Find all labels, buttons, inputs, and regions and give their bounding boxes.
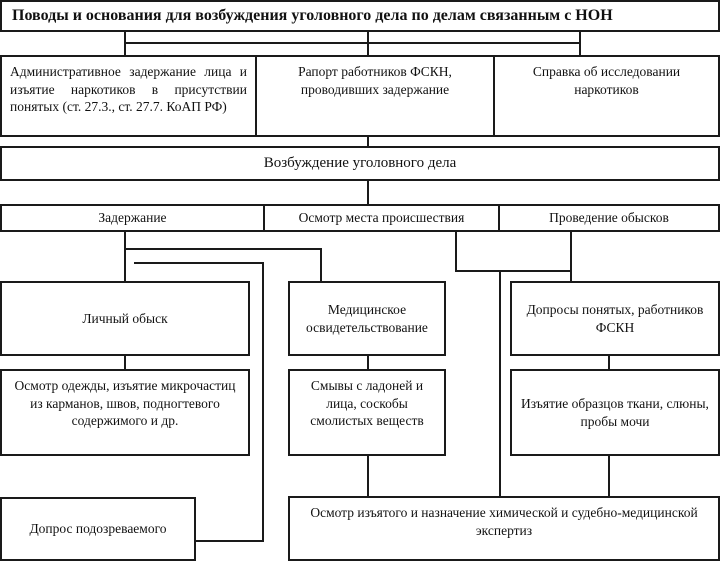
samples-box: Изъятие образцов ткани, слюны, пробы моч… bbox=[510, 369, 720, 456]
connector-line bbox=[124, 248, 321, 250]
ground-box-detention: Административное задержание лица и изъят… bbox=[0, 55, 257, 137]
diagram-title: Поводы и основания для возбуждения уголо… bbox=[0, 0, 720, 32]
diagram-title-text: Поводы и основания для возбуждения уголо… bbox=[12, 6, 613, 24]
personal-search-text: Личный обыск bbox=[82, 310, 168, 326]
ground-text-certificate: Справка об исследовании наркотиков bbox=[532, 64, 681, 97]
clothes-inspection-box: Осмотр одежды, изъятие микрочастиц из ка… bbox=[0, 369, 250, 456]
connector-line bbox=[262, 262, 264, 542]
connector-line bbox=[579, 31, 581, 56]
connector-line bbox=[367, 31, 369, 56]
expertise-box: Осмотр изъятого и назначение химической … bbox=[288, 496, 720, 561]
connector-line bbox=[367, 135, 369, 147]
connector-line bbox=[124, 355, 126, 370]
initiation-box: Возбуждение уголовного дела bbox=[0, 146, 720, 181]
connector-line bbox=[196, 540, 264, 542]
connector-line bbox=[367, 454, 369, 498]
connector-line bbox=[134, 262, 264, 264]
connector-line bbox=[124, 31, 126, 56]
action-text-detention: Задержание bbox=[98, 210, 167, 226]
connector-line bbox=[455, 230, 457, 272]
connector-line bbox=[367, 355, 369, 370]
action-box-detention: Задержание bbox=[0, 204, 265, 232]
witness-interrogation-text: Допросы понятых, работников ФСКН bbox=[526, 301, 704, 335]
connector-line bbox=[124, 230, 126, 282]
connector-line bbox=[367, 179, 369, 206]
ground-box-certificate: Справка об исследовании наркотиков bbox=[493, 55, 720, 137]
connector-line bbox=[320, 248, 322, 282]
witness-interrogation-box: Допросы понятых, работников ФСКН bbox=[510, 281, 720, 356]
initiation-text: Возбуждение уголовного дела bbox=[263, 154, 457, 171]
ground-text-detention: Административное задержание лица и изъят… bbox=[10, 64, 247, 115]
action-text-searches: Проведение обысков bbox=[549, 210, 669, 226]
clothes-inspection-text: Осмотр одежды, изъятие микрочастиц из ка… bbox=[14, 378, 236, 429]
expertise-text: Осмотр изъятого и назначение химической … bbox=[310, 505, 698, 538]
ground-text-report: Рапорт работников ФСКН, проводивших заде… bbox=[298, 64, 452, 97]
suspect-interrogation-text: Допрос подозреваемого bbox=[29, 521, 167, 537]
ground-box-report: Рапорт работников ФСКН, проводивших заде… bbox=[255, 55, 495, 137]
connector-line bbox=[608, 355, 610, 370]
personal-search-box: Личный обыск bbox=[0, 281, 250, 356]
medical-exam-box: Медицинское освидетельствование bbox=[288, 281, 446, 356]
medical-exam-text: Медицинское освидетельствование bbox=[306, 301, 428, 335]
action-text-scene-inspection: Осмотр места происшествия bbox=[298, 210, 465, 226]
connector-line bbox=[499, 270, 501, 498]
suspect-interrogation-box: Допрос подозреваемого bbox=[0, 497, 196, 561]
connector-line bbox=[455, 270, 572, 272]
connector-line bbox=[570, 230, 572, 282]
action-box-searches: Проведение обысков bbox=[498, 204, 720, 232]
action-box-scene-inspection: Осмотр места происшествия bbox=[263, 204, 500, 232]
samples-text: Изъятие образцов ткани, слюны, пробы моч… bbox=[521, 395, 709, 429]
connector-line bbox=[608, 454, 610, 498]
swabs-box: Смывы с ладоней и лица, соскобы смолисты… bbox=[288, 369, 446, 456]
swabs-text: Смывы с ладоней и лица, соскобы смолисты… bbox=[310, 378, 424, 429]
connector-line bbox=[124, 42, 581, 44]
